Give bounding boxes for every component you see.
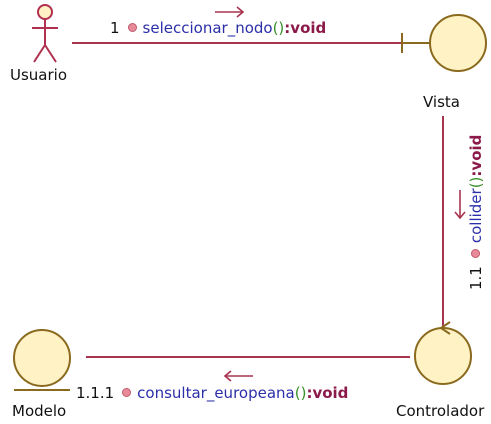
- message-1-1-paren: (): [467, 176, 485, 189]
- control-controlador-icon[interactable]: [414, 321, 472, 385]
- message-1-seq: 1: [110, 19, 120, 37]
- operation-dot-icon: [127, 23, 137, 32]
- controlador-label: Controlador: [396, 402, 485, 420]
- message-1-1-1-sep: :: [306, 384, 313, 402]
- message-1-1-name: collider: [467, 188, 485, 244]
- message-1-name: seleccionar_nodo: [142, 19, 273, 37]
- message-1-sep: :: [284, 19, 291, 37]
- message-1-arrow: [215, 6, 245, 18]
- message-1-1[interactable]: 1.1 collider():void: [467, 135, 485, 290]
- message-1-rtype: void: [290, 19, 327, 37]
- operation-dot-icon: [471, 249, 480, 259]
- actor-usuario-icon[interactable]: [32, 4, 58, 63]
- message-1-1-1-rtype: void: [312, 384, 349, 402]
- message-1-1-sep: :: [467, 170, 485, 177]
- message-1-1-seq: 1.1: [467, 266, 485, 290]
- message-1[interactable]: 1 seleccionar_nodo():void: [110, 19, 326, 37]
- message-1-1-1-name: consultar_europeana: [137, 384, 295, 402]
- message-1-1-1-seq: 1.1.1: [76, 384, 115, 402]
- message-1-1-rtype: void: [467, 134, 485, 171]
- boundary-vista-icon[interactable]: [401, 14, 487, 72]
- usuario-label: Usuario: [10, 66, 68, 84]
- message-1-1-1-paren: (): [294, 384, 307, 402]
- message-1-1-1-arrow: [223, 370, 253, 382]
- message-1-1-arrow: [454, 190, 466, 220]
- message-1-paren: (): [272, 19, 285, 37]
- vista-label: Vista: [423, 93, 460, 111]
- entity-modelo-icon[interactable]: [13, 329, 71, 391]
- message-1-1-1[interactable]: 1.1.1 consultar_europeana():void: [76, 384, 348, 402]
- modelo-label: Modelo: [12, 402, 67, 420]
- operation-dot-icon: [122, 388, 132, 397]
